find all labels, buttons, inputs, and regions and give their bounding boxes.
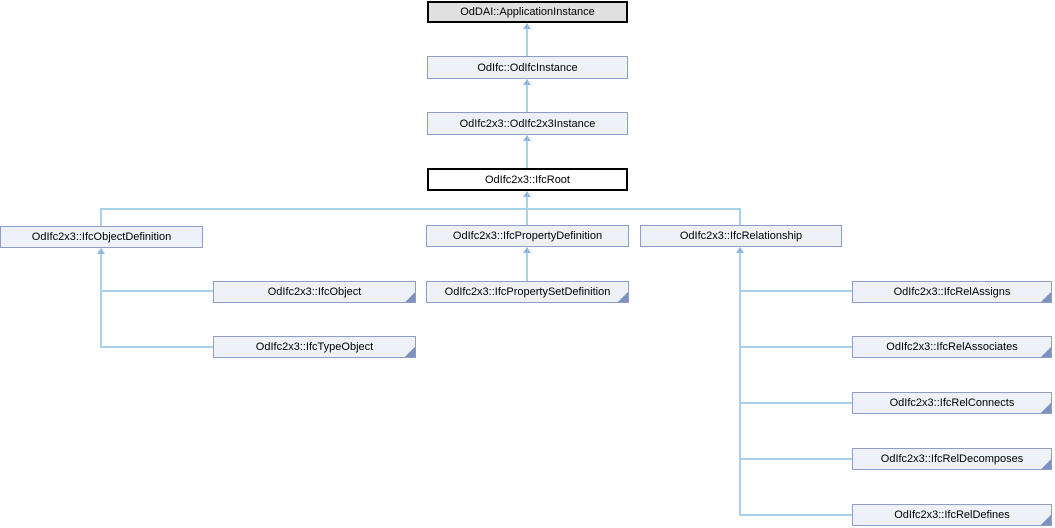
node-label: OdIfc2x3::IfcRelationship [679,230,803,242]
node-odifc2x3-ifcroot: OdIfc2x3::IfcRoot [427,168,628,191]
arrow-up-icon [523,247,531,253]
node-odifc2x3-ifctypeobject[interactable]: OdIfc2x3::IfcTypeObject [213,336,416,358]
edge-branch-relconnects [739,402,852,404]
edge-branch-horizontal [100,208,741,210]
node-label: OdIfc2x3::IfcTypeObject [255,341,374,353]
edge-drop-relationship [739,208,741,225]
node-label: OdIfc2x3::IfcPropertyDefinition [452,230,603,242]
edge-branch-relassigns [739,290,852,292]
arrow-up-icon [523,23,531,29]
edge-branch-ifctypeobject [100,346,213,348]
edge-propertydefinition-to-ifcroot [526,197,528,225]
node-label: OdIfc::OdIfcInstance [477,61,578,74]
edge-drop-objectdefinition [100,208,102,226]
node-label: OdIfc2x3::IfcRelAssociates [886,341,1018,353]
node-odifc-odifcinstance[interactable]: OdIfc::OdIfcInstance [427,56,628,79]
edge-branch-ifcobject [100,290,213,292]
node-label: OdIfc2x3::IfcRelConnects [889,397,1015,409]
arrow-up-icon [523,79,531,85]
edge-ifcroot-to-odifc2x3instance [526,141,528,168]
edge-odifcinstance-to-appinstance [526,29,528,56]
truncation-fold-icon [1041,459,1051,469]
node-label: OdIfc2x3::IfcRoot [485,173,570,186]
node-label: OdIfc2x3::IfcObjectDefinition [31,231,172,243]
node-label: OdIfc2x3::IfcRelAssigns [893,286,1011,298]
edge-propertysetdefinition-to-propertydefinition [526,253,528,281]
arrow-up-icon [523,135,531,141]
arrow-up-icon [523,191,531,197]
node-odifc2x3-ifcreldecomposes[interactable]: OdIfc2x3::IfcRelDecomposes [852,448,1052,470]
node-oddai-applicationinstance: OdDAI::ApplicationInstance [427,1,628,23]
truncation-fold-icon [1041,515,1051,525]
node-label: OdIfc2x3::IfcRelDecomposes [880,453,1024,465]
edge-branch-reldefines [739,514,852,516]
edge-odifc2x3instance-to-odifcinstance [526,85,528,112]
node-label: OdIfc2x3::IfcPropertySetDefinition [444,286,611,298]
truncation-fold-icon [1041,347,1051,357]
arrow-up-icon [736,247,744,253]
node-odifc2x3-ifcobject[interactable]: OdIfc2x3::IfcObject [213,281,416,303]
node-odifc2x3-ifcrelassigns[interactable]: OdIfc2x3::IfcRelAssigns [852,281,1052,303]
node-odifc2x3-ifcpropertysetdefinition[interactable]: OdIfc2x3::IfcPropertySetDefinition [426,281,629,303]
node-odifc2x3-odifc2x3instance[interactable]: OdIfc2x3::OdIfc2x3Instance [427,112,628,135]
edge-relationship-children-spine [739,253,741,516]
node-odifc2x3-ifcrelconnects[interactable]: OdIfc2x3::IfcRelConnects [852,392,1052,414]
node-label: OdIfc2x3::OdIfc2x3Instance [459,117,596,130]
truncation-fold-icon [405,292,415,302]
node-label: OdIfc2x3::IfcObject [267,286,362,298]
truncation-fold-icon [618,292,628,302]
truncation-fold-icon [1041,292,1051,302]
node-odifc2x3-ifcreldefines[interactable]: OdIfc2x3::IfcRelDefines [852,504,1052,526]
node-odifc2x3-ifcobjectdefinition[interactable]: OdIfc2x3::IfcObjectDefinition [0,226,203,248]
arrow-up-icon [97,248,105,254]
edge-branch-relassociates [739,346,852,348]
edge-branch-reldecomposes [739,458,852,460]
truncation-fold-icon [405,347,415,357]
node-odifc2x3-ifcpropertydefinition[interactable]: OdIfc2x3::IfcPropertyDefinition [426,225,629,247]
node-odifc2x3-ifcrelationship[interactable]: OdIfc2x3::IfcRelationship [640,225,842,247]
edge-objectdefinition-children-spine [100,254,102,348]
node-label: OdDAI::ApplicationInstance [460,6,595,18]
truncation-fold-icon [1041,403,1051,413]
node-odifc2x3-ifcrelassociates[interactable]: OdIfc2x3::IfcRelAssociates [852,336,1052,358]
node-label: OdIfc2x3::IfcRelDefines [894,509,1010,521]
